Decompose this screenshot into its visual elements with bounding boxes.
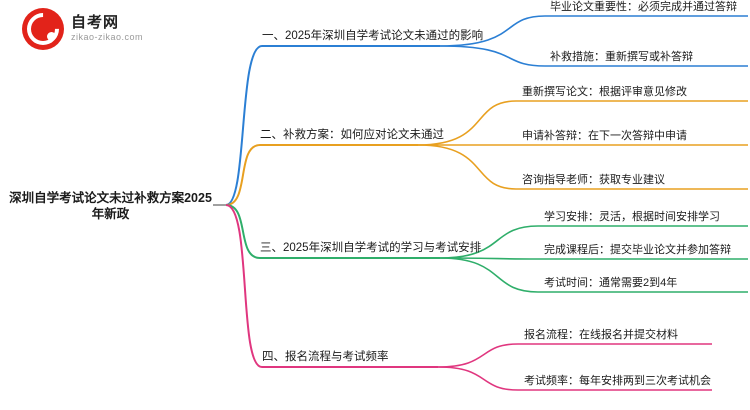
leaf-label-2-3[interactable]: 咨询指导老师：获取专业建议	[522, 174, 665, 186]
leaf-label-3-1[interactable]: 学习安排：灵活，根据时间安排学习	[544, 211, 720, 223]
leaf-label-3-3[interactable]: 考试时间：通常需要2到4年	[544, 277, 678, 289]
leaf-label-4-2[interactable]: 考试频率：每年安排两到三次考试机会	[524, 375, 711, 387]
leaf-label-4-1[interactable]: 报名流程：在线报名并提交材料	[524, 329, 678, 341]
branch-label-2[interactable]: 二、补救方案：如何应对论文未通过	[260, 129, 444, 141]
leaf-label-1-1[interactable]: 毕业论文重要性：必须完成并通过答辩	[550, 1, 737, 13]
branch-label-3[interactable]: 三、2025年深圳自学考试的学习与考试安排	[260, 242, 482, 254]
leaf-label-3-2[interactable]: 完成课程后：提交毕业论文并参加答辩	[544, 244, 731, 256]
red-circle-logo-icon	[20, 6, 66, 52]
branch-label-4[interactable]: 四、报名流程与考试频率	[262, 351, 389, 363]
mindmap-root-label: 深圳自学考试论文未过补救方案2025年新政	[9, 191, 212, 222]
leaf-label-2-1[interactable]: 重新撰写论文：根据评审意见修改	[522, 86, 687, 98]
site-logo: 自考网 zikao-zikao.com	[20, 6, 144, 52]
logo-title: 自考网	[71, 13, 120, 31]
leaf-label-2-2[interactable]: 申请补答辩：在下一次答辩中申请	[522, 130, 687, 142]
leaf-label-1-2[interactable]: 补救措施：重新撰写或补答辩	[550, 51, 693, 63]
branch-label-1[interactable]: 一、2025年深圳自学考试论文未通过的影响	[262, 30, 484, 42]
logo-subtitle: zikao-zikao.com	[71, 32, 144, 43]
